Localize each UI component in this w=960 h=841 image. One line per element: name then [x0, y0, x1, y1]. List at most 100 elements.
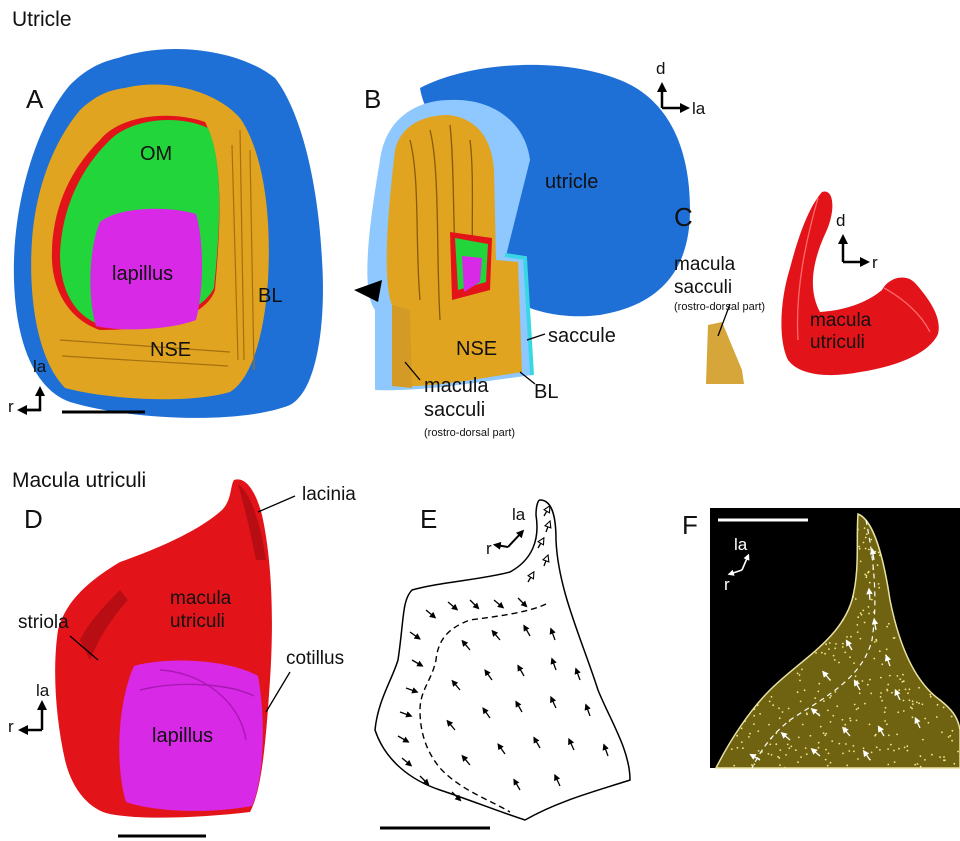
hair-cell-dot: [869, 582, 871, 584]
hair-cell-dot: [771, 754, 773, 756]
panel-b-label-macula-l2: sacculi: [424, 399, 485, 421]
hair-cell-dot: [864, 703, 866, 705]
panel-b-axis-side: la: [692, 99, 706, 118]
hair-cell-dot: [828, 753, 830, 755]
hair-cell-dot: [902, 674, 904, 676]
hair-cell-dot: [943, 756, 945, 758]
hair-cell-dot: [920, 766, 922, 768]
hair-cell-dot: [886, 723, 888, 725]
hair-cell-dot: [823, 700, 825, 702]
hair-cell-dot: [849, 656, 851, 658]
hair-cell-dot: [894, 637, 896, 639]
hair-cell-dot: [825, 733, 827, 735]
hair-cell-dot: [835, 691, 837, 693]
hair-cell-dot: [779, 764, 781, 766]
hair-cell-dot: [928, 722, 930, 724]
hair-cell-dot: [869, 724, 871, 726]
hair-cell-dot: [775, 743, 777, 745]
hair-cell-dot: [817, 691, 819, 693]
hair-cell-dot: [865, 537, 867, 539]
panel-b-label-bl: BL: [534, 381, 558, 403]
panel-b-axis-up: d: [656, 59, 665, 78]
hair-cell-dot: [782, 711, 784, 713]
panel-e-axis-up: la: [512, 505, 526, 524]
hair-cell-dot: [891, 692, 893, 694]
panel-a-axis-up: la: [33, 357, 47, 376]
hair-cell-dot: [878, 552, 880, 554]
hair-cell-dot: [842, 646, 844, 648]
hair-cell-dot: [771, 696, 773, 698]
panel-d-axis-side: r: [8, 717, 14, 736]
hair-cell-dot: [857, 631, 859, 633]
hair-cell-dot: [859, 548, 861, 550]
hair-cell-dot: [876, 640, 878, 642]
hair-cell-dot: [856, 720, 858, 722]
hair-cell-dot: [820, 726, 822, 728]
hair-cell-dot: [922, 703, 924, 705]
hair-cell-dot: [894, 761, 896, 763]
hair-cell-dot: [888, 623, 890, 625]
hair-cell-dot: [865, 548, 867, 550]
hair-cell-dot: [948, 736, 950, 738]
hair-cell-dot: [830, 695, 832, 697]
hair-cell-dot: [829, 697, 831, 699]
panel-d-letter: D: [24, 504, 43, 534]
panel-d-label-mu-l1: macula: [170, 588, 232, 609]
hair-cell-dot: [922, 739, 924, 741]
hair-cell-dot: [814, 697, 816, 699]
panel-c-macula-sacculi: [706, 322, 744, 384]
hair-cell-dot: [838, 743, 840, 745]
hair-cell-dot: [893, 750, 895, 752]
hair-cell-dot: [797, 691, 799, 693]
hair-cell-dot: [742, 747, 744, 749]
hair-cell-dot: [896, 734, 898, 736]
hair-cell-dot: [790, 746, 792, 748]
panel-a-axis-side: r: [8, 397, 14, 416]
hair-cell-dot: [864, 527, 866, 529]
panel-d-label-lapillus: lapillus: [152, 725, 213, 747]
hair-cell-dot: [911, 708, 913, 710]
hair-cell-dot: [741, 728, 743, 730]
hair-cell-dot: [903, 700, 905, 702]
hair-cell-dot: [930, 696, 932, 698]
hair-cell-dot: [867, 684, 869, 686]
hair-cell-dot: [788, 747, 790, 749]
hair-cell-dot: [810, 735, 812, 737]
hair-cell-dot: [825, 759, 827, 761]
hair-cell-dot: [931, 754, 933, 756]
hair-cell-dot: [779, 749, 781, 751]
hair-cell-dot: [842, 619, 844, 621]
hair-cell-dot: [784, 767, 786, 769]
hair-cell-dot: [818, 683, 820, 685]
hair-cell-dot: [861, 614, 863, 616]
hair-cell-dot: [874, 641, 876, 643]
hair-cell-dot: [731, 748, 733, 750]
hair-cell-dot: [897, 675, 899, 677]
hair-cell-dot: [912, 716, 914, 718]
hair-cell-dot: [880, 696, 882, 698]
hair-cell-dot: [951, 740, 953, 742]
panel-d-axis-up: la: [36, 681, 50, 700]
panel-c-axis-side: r: [872, 253, 878, 272]
panel-a-orientation-axes: la r: [8, 357, 47, 416]
hair-cell-dot: [830, 721, 832, 723]
hair-cell-dot: [797, 673, 799, 675]
hair-cell-dot: [795, 749, 797, 751]
panel-c-orientation-axes: d r: [836, 211, 878, 272]
hair-cell-dot: [768, 753, 770, 755]
hair-cell-dot: [863, 542, 865, 544]
hair-cell-dot: [857, 707, 859, 709]
panel-a-label-om: OM: [140, 143, 172, 165]
hair-cell-dot: [838, 662, 840, 664]
hair-cell-dot: [875, 551, 877, 553]
hair-cell-dot: [880, 677, 882, 679]
hair-cell-dot: [866, 533, 868, 535]
hair-cell-dot: [881, 663, 883, 665]
hair-cell-dot: [799, 680, 801, 682]
panel-d-label-mu-l2: utriculi: [170, 611, 225, 632]
hair-cell-dot: [823, 732, 825, 734]
hair-cell-dot: [772, 704, 774, 706]
hair-cell-dot: [952, 730, 954, 732]
panel-c-label-mu-l1: macula: [810, 310, 872, 331]
hair-cell-dot: [759, 713, 761, 715]
